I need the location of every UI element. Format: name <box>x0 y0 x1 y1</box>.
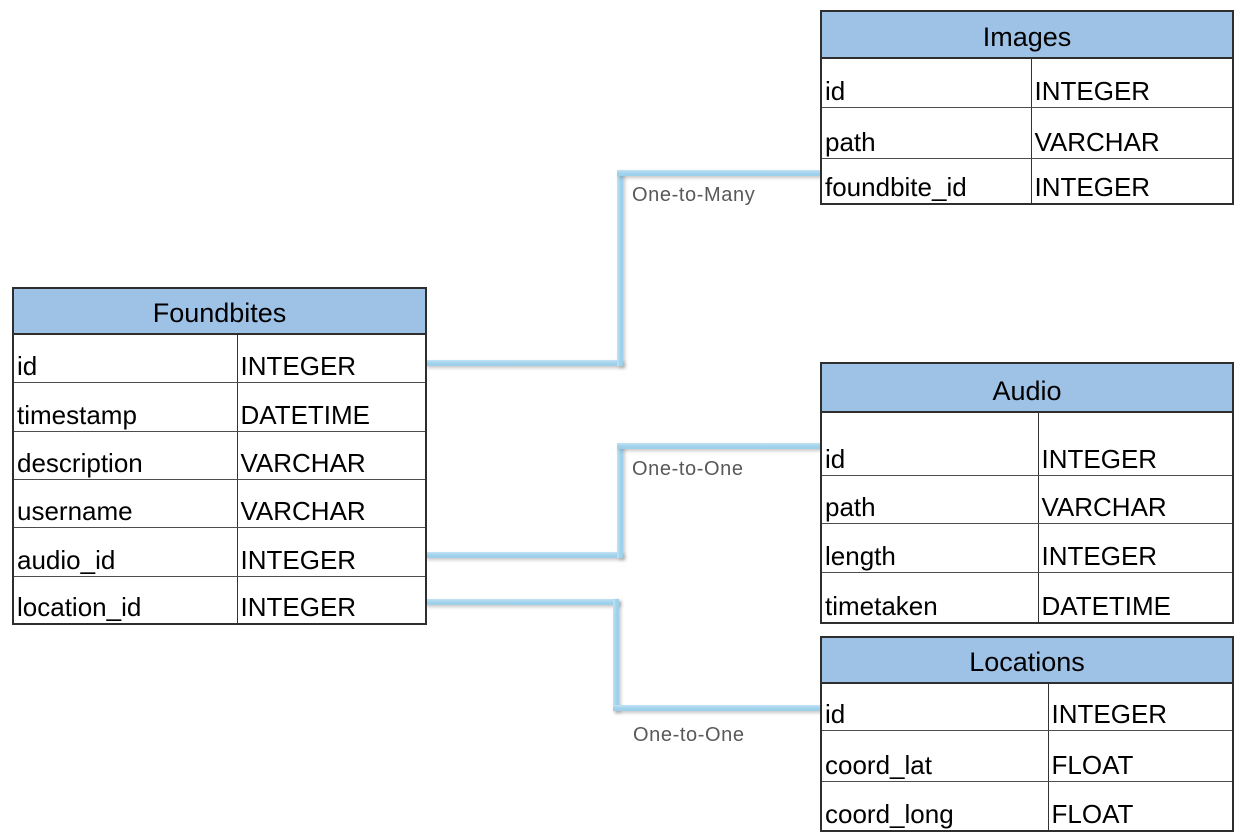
connector-foundbites-images-segment <box>617 170 820 176</box>
table-row: coord_long FLOAT <box>821 780 1233 832</box>
column-type: INTEGER <box>237 333 426 383</box>
table-foundbites: Foundbites id INTEGER timestamp DATETIME… <box>12 287 427 625</box>
table-title: Locations <box>820 636 1234 684</box>
table-locations: Locations id INTEGER coord_lat FLOAT coo… <box>820 636 1234 832</box>
table-row: id INTEGER <box>821 682 1233 731</box>
column-type: VARCHAR <box>1031 106 1234 159</box>
column-field: coord_long <box>821 780 1049 832</box>
column-type: INTEGER <box>1048 682 1233 731</box>
table-row: description VARCHAR <box>13 430 426 480</box>
column-field: id <box>821 57 1032 108</box>
table-row: username VARCHAR <box>13 478 426 528</box>
connector-foundbites-locations-segment <box>613 599 619 711</box>
column-field: description <box>13 430 238 480</box>
column-type: VARCHAR <box>1038 474 1233 524</box>
column-field: coord_lat <box>821 729 1049 782</box>
column-field: path <box>821 106 1032 159</box>
table-row: id INTEGER <box>13 333 426 383</box>
table-images: Images id INTEGER path VARCHAR foundbite… <box>819 10 1235 205</box>
table-row: path VARCHAR <box>821 106 1234 159</box>
column-type: INTEGER <box>1038 522 1233 573</box>
table-row: timetaken DATETIME <box>821 571 1233 624</box>
column-type: INTEGER <box>1031 157 1234 205</box>
connector-foundbites-locations-segment <box>613 705 820 711</box>
relationship-label-one-to-many: One-to-Many <box>632 184 756 206</box>
column-field: id <box>821 411 1039 476</box>
column-type: INTEGER <box>1031 57 1234 108</box>
column-field: path <box>821 474 1039 524</box>
relationship-label-one-to-one-locations: One-to-One <box>633 724 745 746</box>
table-title: Foundbites <box>12 287 427 335</box>
column-field: id <box>13 333 238 383</box>
column-field: timestamp <box>13 381 238 432</box>
relationship-label-one-to-one-audio: One-to-One <box>632 458 744 480</box>
column-type: VARCHAR <box>237 430 426 480</box>
table-row: timestamp DATETIME <box>13 381 426 432</box>
column-field: timetaken <box>821 571 1039 624</box>
column-field: length <box>821 522 1039 573</box>
table-row: audio_id INTEGER <box>13 526 426 577</box>
table-row: id INTEGER <box>821 411 1233 476</box>
connector-foundbites-audio-segment <box>617 443 820 449</box>
column-type: INTEGER <box>1038 411 1233 476</box>
table-row: coord_lat FLOAT <box>821 729 1233 782</box>
column-field: id <box>821 682 1049 731</box>
table-audio: Audio id INTEGER path VARCHAR length INT… <box>820 362 1234 624</box>
table-title: Images <box>819 10 1235 59</box>
column-type: VARCHAR <box>237 478 426 528</box>
column-type: FLOAT <box>1048 780 1233 832</box>
column-field: username <box>13 478 238 528</box>
table-row: id INTEGER <box>821 57 1234 108</box>
table-row: foundbite_id INTEGER <box>821 157 1234 205</box>
connector-foundbites-images-segment <box>617 170 623 366</box>
column-type: DATETIME <box>1038 571 1233 624</box>
column-field: foundbite_id <box>821 157 1032 205</box>
column-type: DATETIME <box>237 381 426 432</box>
table-row: location_id INTEGER <box>13 575 426 625</box>
table-row: length INTEGER <box>821 522 1233 573</box>
column-field: audio_id <box>13 526 238 577</box>
column-type: INTEGER <box>237 526 426 577</box>
table-title: Audio <box>820 362 1234 413</box>
table-row: path VARCHAR <box>821 474 1233 524</box>
connector-foundbites-audio-segment <box>617 443 623 558</box>
connector-foundbites-images-segment <box>425 360 623 366</box>
connector-foundbites-locations-segment <box>425 599 619 605</box>
column-type: FLOAT <box>1048 729 1233 782</box>
column-type: INTEGER <box>237 575 426 625</box>
connector-foundbites-audio-segment <box>425 552 623 558</box>
column-field: location_id <box>13 575 238 625</box>
